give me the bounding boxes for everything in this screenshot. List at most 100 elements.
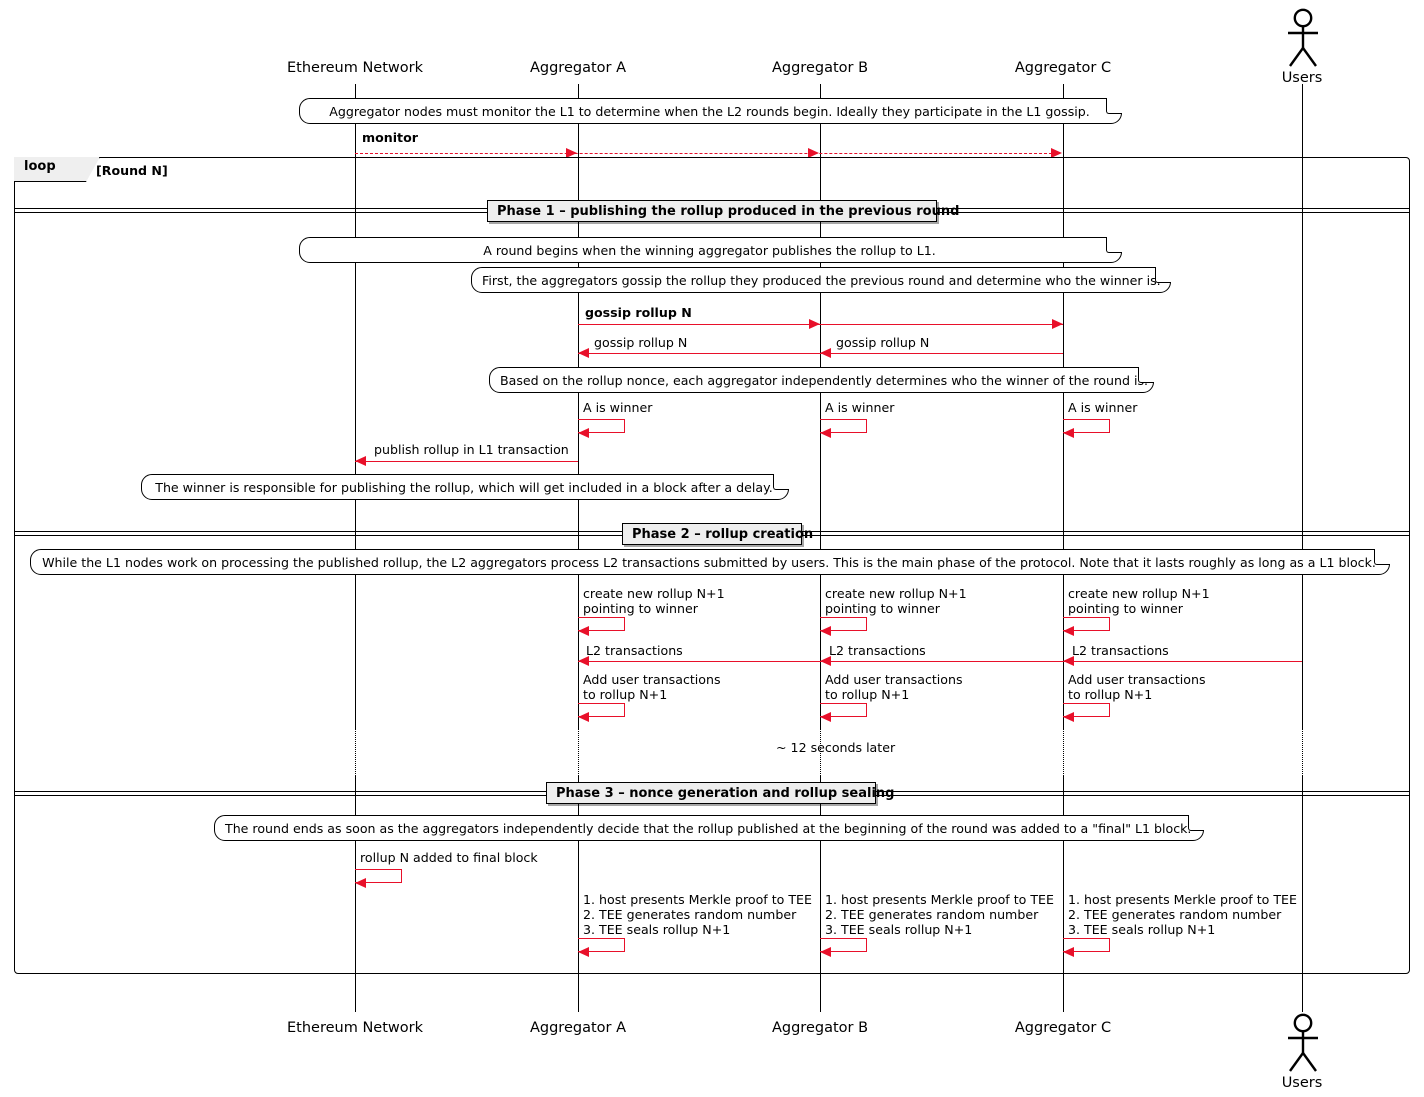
- note-text: First, the aggregators gossip the rollup…: [482, 273, 1161, 288]
- message-arrowhead-monitor-c: [1051, 148, 1062, 158]
- message-arrow-monitor: [355, 153, 1057, 154]
- lifeline-users: [1302, 84, 1303, 729]
- phase3-label: Phase 3 – nonce generation and rollup se…: [556, 786, 895, 801]
- note-text: The winner is responsible for publishing…: [155, 480, 773, 495]
- tee-line-3: 3. TEE seals rollup N+1: [825, 921, 973, 937]
- self-message-loop-tee-a: [578, 938, 625, 952]
- create-line-1: create new rollup N+1: [1068, 586, 1210, 601]
- message-label-l2tx-a: L2 transactions: [586, 643, 683, 658]
- note-text: While the L1 nodes work on processing th…: [42, 555, 1376, 570]
- self-message-label-tee-b: 1. host presents Merkle proof to TEE 2. …: [825, 892, 1054, 938]
- addtx-line-2: to rollup N+1: [1068, 686, 1153, 702]
- self-message-arrowhead-create-c: [1063, 626, 1074, 636]
- lifeline-users-lower: [1302, 776, 1303, 1012]
- self-message-loop-winner-a: [578, 419, 625, 433]
- phase3-label-box: Phase 3 – nonce generation and rollup se…: [546, 782, 894, 804]
- lifeline-ethereum: [355, 84, 356, 729]
- message-label-gossip-left-cb: gossip rollup N: [836, 335, 930, 350]
- message-arrow-gossip-right: [578, 324, 1063, 325]
- lifeline-ethereum-delay: [355, 729, 356, 776]
- participant-footer-ethereum: Ethereum Network: [287, 1020, 423, 1036]
- create-line-2: pointing to winner: [1068, 600, 1183, 616]
- tee-line-2: 2. TEE generates random number: [1068, 906, 1282, 922]
- self-message-arrowhead-create-a: [578, 626, 589, 636]
- lifeline-aggregator-c: [1063, 84, 1064, 729]
- self-message-arrowhead-add-c: [1063, 712, 1074, 722]
- message-arrowhead-l2tx-c: [1063, 656, 1074, 666]
- create-line-1: create new rollup N+1: [825, 586, 967, 601]
- loop-frame: [14, 157, 1410, 974]
- self-message-arrowhead-winner-c: [1063, 428, 1074, 438]
- message-arrowhead-gossip-left-a: [578, 348, 589, 358]
- message-arrowhead-publish-rollup: [355, 456, 366, 466]
- addtx-line-2: to rollup N+1: [583, 686, 668, 702]
- delay-label: ~ 12 seconds later: [776, 740, 896, 755]
- note-phase2-explanation: While the L1 nodes work on processing th…: [30, 549, 1390, 575]
- self-message-label-final-block: rollup N added to final block: [360, 850, 538, 865]
- self-message-loop-create-c: [1063, 617, 1110, 631]
- self-message-label-add-c: Add user transactions to rollup N+1: [1068, 672, 1206, 703]
- tee-line-3: 3. TEE seals rollup N+1: [583, 921, 731, 937]
- self-message-label-add-b: Add user transactions to rollup N+1: [825, 672, 963, 703]
- tee-line-3: 3. TEE seals rollup N+1: [1068, 921, 1216, 937]
- note-fold-corner: [1106, 237, 1122, 253]
- self-message-loop-tee-b: [820, 938, 867, 952]
- message-arrow-publish-rollup: [355, 461, 578, 462]
- self-message-label-tee-c: 1. host presents Merkle proof to TEE 2. …: [1068, 892, 1297, 938]
- self-message-loop-create-a: [578, 617, 625, 631]
- note-text: A round begins when the winning aggregat…: [483, 243, 936, 258]
- tee-line-2: 2. TEE generates random number: [825, 906, 1039, 922]
- actor-users-top: [1272, 8, 1334, 74]
- create-line-2: pointing to winner: [825, 600, 940, 616]
- message-label-gossip-left-ba: gossip rollup N: [594, 335, 688, 350]
- self-message-arrowhead-tee-b: [820, 947, 831, 957]
- lifeline-aggregator-a-delay: [578, 729, 579, 776]
- phase1-label: Phase 1 – publishing the rollup produced…: [497, 204, 960, 219]
- message-arrowhead-gossip-b: [809, 319, 820, 329]
- note-text: Based on the rollup nonce, each aggregat…: [500, 373, 1149, 388]
- message-arrowhead-gossip-c: [1052, 319, 1063, 329]
- participant-footer-aggregator-a: Aggregator A: [529, 1020, 627, 1036]
- participant-header-users: Users: [1281, 70, 1323, 86]
- self-message-label-create-c: create new rollup N+1 pointing to winner: [1068, 586, 1210, 617]
- self-message-loop-winner-c: [1063, 419, 1110, 433]
- note-fold-corner: [1138, 367, 1154, 383]
- participant-header-ethereum: Ethereum Network: [287, 60, 423, 76]
- self-message-arrowhead-create-b: [820, 626, 831, 636]
- lifeline-users-delay: [1302, 729, 1303, 776]
- lifeline-aggregator-c-delay: [1063, 729, 1064, 776]
- self-message-loop-final-block: [355, 869, 402, 883]
- lifeline-aggregator-c-lower: [1063, 776, 1064, 1012]
- self-message-arrowhead-winner-b: [820, 428, 831, 438]
- self-message-loop-add-c: [1063, 703, 1110, 717]
- lifeline-ethereum-lower: [355, 776, 356, 1012]
- loop-frame-guard: [Round N]: [96, 163, 168, 178]
- self-message-loop-add-a: [578, 703, 625, 717]
- note-fold-corner: [1155, 267, 1171, 283]
- self-message-label-winner-c: A is winner: [1068, 400, 1138, 415]
- self-message-arrowhead-add-a: [578, 712, 589, 722]
- self-message-loop-winner-b: [820, 419, 867, 433]
- note-fold-corner: [1188, 815, 1204, 831]
- tee-line-1: 1. host presents Merkle proof to TEE: [825, 892, 1054, 907]
- tee-line-2: 2. TEE generates random number: [583, 906, 797, 922]
- note-fold-corner: [1106, 98, 1122, 114]
- self-message-label-winner-a: A is winner: [583, 400, 653, 415]
- addtx-line-1: Add user transactions: [583, 672, 721, 687]
- note-fold-corner: [1374, 549, 1390, 565]
- self-message-loop-tee-c: [1063, 938, 1110, 952]
- self-message-loop-create-b: [820, 617, 867, 631]
- self-message-arrowhead-tee-c: [1063, 947, 1074, 957]
- lifeline-aggregator-a: [578, 84, 579, 729]
- note-winner-publishes: The winner is responsible for publishing…: [141, 474, 789, 500]
- participant-footer-users: Users: [1281, 1075, 1323, 1091]
- message-label-publish-rollup: publish rollup in L1 transaction: [374, 442, 569, 457]
- message-label-monitor: monitor: [362, 130, 418, 145]
- lifeline-aggregator-a-lower: [578, 776, 579, 1012]
- note-gossip-determine-winner: First, the aggregators gossip the rollup…: [471, 267, 1171, 293]
- participant-footer-aggregator-b: Aggregator B: [771, 1020, 869, 1036]
- note-text: The round ends as soon as the aggregator…: [225, 821, 1192, 836]
- tee-line-1: 1. host presents Merkle proof to TEE: [583, 892, 812, 907]
- self-message-label-winner-b: A is winner: [825, 400, 895, 415]
- addtx-line-1: Add user transactions: [825, 672, 963, 687]
